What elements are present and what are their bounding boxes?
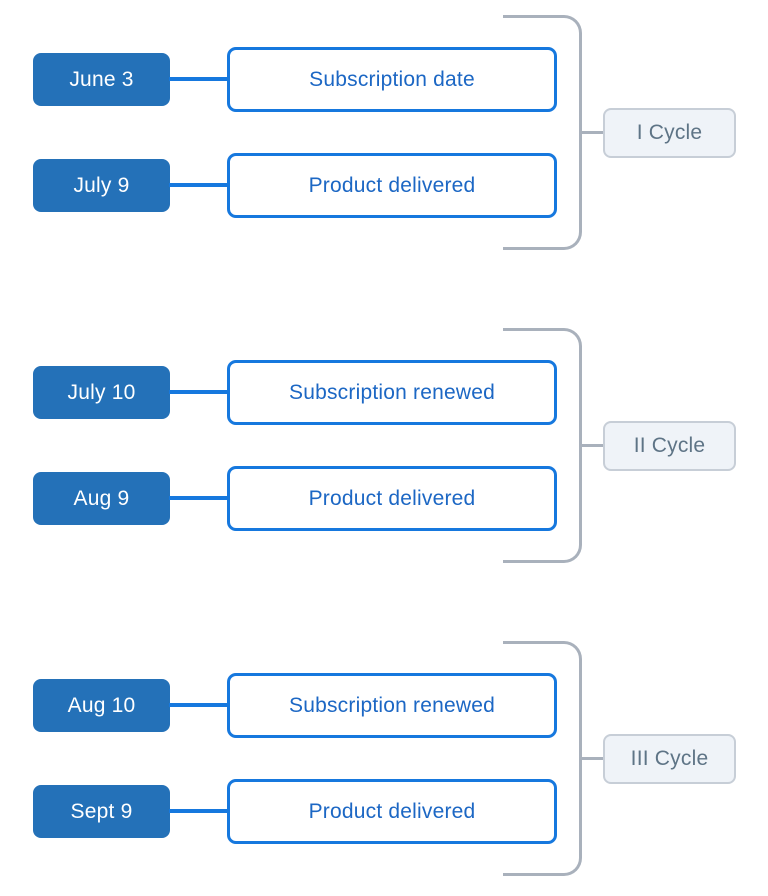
event-row: July 9 Product delivered (0, 153, 768, 218)
event-row: Sept 9 Product delivered (0, 779, 768, 844)
cycle-bracket (503, 328, 582, 563)
date-badge: July 9 (33, 159, 170, 212)
cycle-1-section: June 3 Subscription date July 9 Product … (0, 15, 768, 283)
event-box: Product delivered (227, 153, 557, 218)
date-badge: June 3 (33, 53, 170, 106)
event-box: Product delivered (227, 779, 557, 844)
badge-connector-line (169, 703, 228, 707)
badge-connector-line (169, 77, 228, 81)
event-row: June 3 Subscription date (0, 47, 768, 112)
date-badge: Aug 10 (33, 679, 170, 732)
badge-connector-line (169, 809, 228, 813)
event-box: Product delivered (227, 466, 557, 531)
cycle-bracket (503, 15, 582, 250)
event-box: Subscription renewed (227, 673, 557, 738)
date-badge: Aug 9 (33, 472, 170, 525)
date-badge: Sept 9 (33, 785, 170, 838)
badge-connector-line (169, 496, 228, 500)
event-box: Subscription renewed (227, 360, 557, 425)
cycle-label: II Cycle (603, 421, 736, 471)
badge-connector-line (169, 390, 228, 394)
event-row: July 10 Subscription renewed (0, 360, 768, 425)
cycle-3-section: Aug 10 Subscription renewed Sept 9 Produ… (0, 641, 768, 896)
cycle-label: I Cycle (603, 108, 736, 158)
cycle-bracket (503, 641, 582, 876)
cycle-2-section: July 10 Subscription renewed Aug 9 Produ… (0, 328, 768, 596)
bracket-tail-line (582, 444, 603, 447)
date-badge: July 10 (33, 366, 170, 419)
cycle-label: III Cycle (603, 734, 736, 784)
bracket-tail-line (582, 757, 603, 760)
event-row: Aug 9 Product delivered (0, 466, 768, 531)
event-row: Aug 10 Subscription renewed (0, 673, 768, 738)
event-box: Subscription date (227, 47, 557, 112)
bracket-tail-line (582, 131, 603, 134)
badge-connector-line (169, 183, 228, 187)
